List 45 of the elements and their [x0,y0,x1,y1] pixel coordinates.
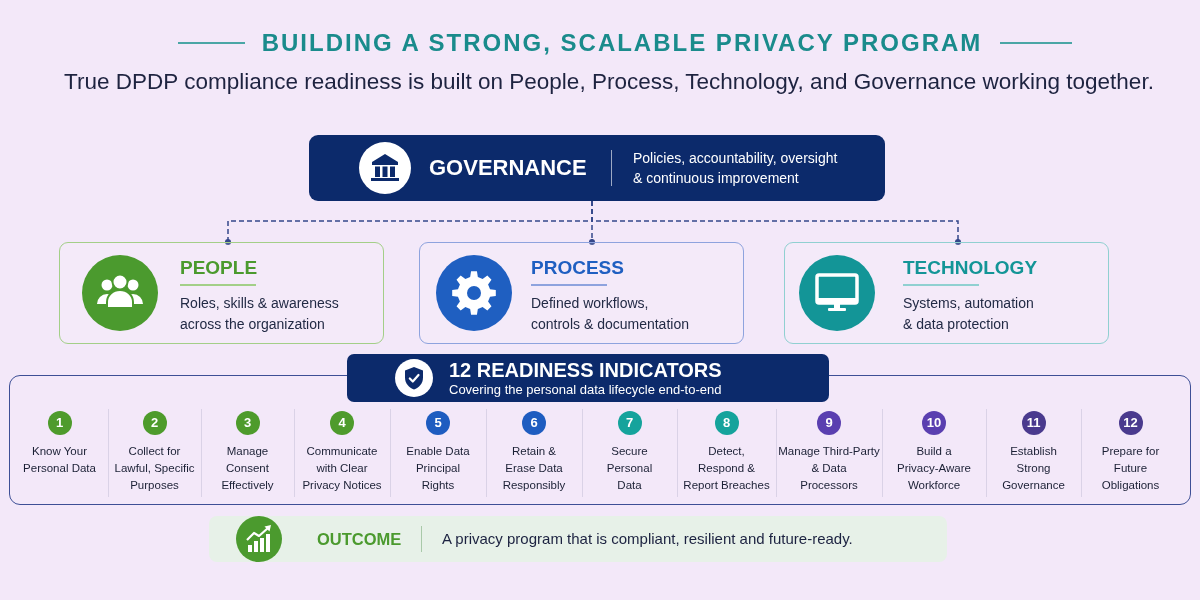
indicator-label: Communicate with Clear Privacy Notices [302,443,382,493]
pillar-card [784,242,1109,344]
indicator-label: Secure Personal Data [606,443,653,493]
pillar-title: PROCESS [531,257,624,279]
outcome-statement: A privacy program that is compliant, resilient and future-ready. [442,529,853,549]
outcome-title: OUTCOME [317,529,402,549]
indicator-label: Establish Strong Governance [1002,443,1065,493]
pillar-description: Defined workflows, controls & documentation [531,294,690,334]
pillar-title: GOVERNANCE [429,155,587,181]
subtitle: True DPDP compliance readiness is built on People, Process, Technology, and Governance working together. [64,68,1154,95]
step-number: 5 [426,410,450,435]
step-number: 8 [714,410,739,435]
step-number: 2 [142,410,167,435]
step-number: 4 [330,410,354,435]
section-subtitle: Covering the personal data lifecycle end-to-end [449,382,722,398]
outcome-banner [209,516,947,562]
indicator-label: Enable Data Principal Rights [406,443,470,493]
governance-banner [309,135,885,201]
pillar-card [59,242,384,344]
step-number: 11 [1021,410,1046,435]
indicator-label: Detect, Respond & Report Breaches [683,443,770,493]
pillar-card [419,242,744,344]
step-number: 1 [47,410,72,435]
indicator-label: Build a Privacy-Aware Workforce [897,443,971,493]
indicator-label: Manage Consent Effectively [221,443,274,493]
step-number: 6 [522,410,546,435]
indicator-label: Manage Third-Party & Data Processors [778,443,880,493]
pillar-description: Systems, automation & data protection [903,294,1035,334]
pillar-description: Roles, skills & awareness across the organization [180,294,340,334]
main-title: BUILDING A STRONG, SCALABLE PRIVACY PROGRAM [261,29,983,57]
indicator-label: Collect for Lawful, Specific Purposes [114,443,195,493]
step-number: 10 [922,410,946,435]
dashed-connector [591,200,962,246]
pillar-description: Policies, accountability, oversight & continuous improvement [633,149,839,188]
pillar-title: PEOPLE [180,257,258,279]
indicator-label: Prepare for Future Obligations [1101,443,1160,493]
section-title: 12 READINESS INDICATORS [449,358,722,382]
indicator-label: Retain & Erase Data Responsibly [502,443,566,493]
indicator-column [775,408,882,497]
step-number: 3 [235,410,260,435]
step-number: 7 [617,410,642,435]
pillar-title: TECHNOLOGY [903,257,1038,279]
indicator-label: Know Your Personal Data [23,443,96,476]
step-number: 9 [817,410,841,435]
step-number: 12 [1118,410,1143,435]
